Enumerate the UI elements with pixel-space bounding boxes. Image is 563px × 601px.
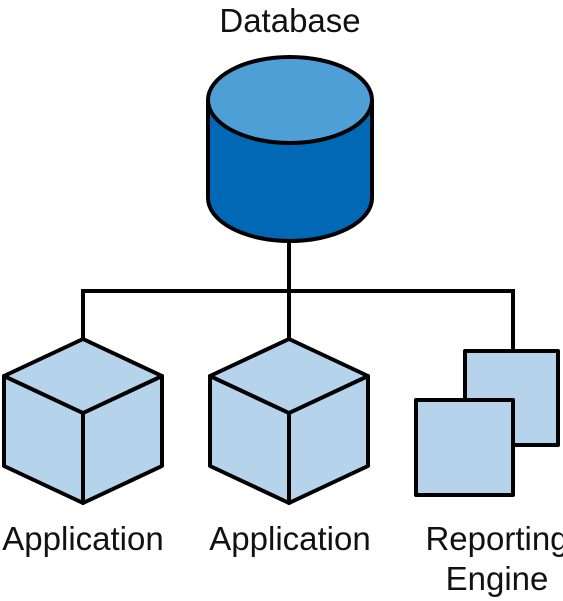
cube-top-face bbox=[208, 337, 370, 415]
cube-top-face bbox=[2, 337, 164, 415]
reporting-engine-label-line2: Engine bbox=[446, 560, 549, 597]
database-cylinder-top bbox=[206, 55, 374, 145]
application-cube-icon-left bbox=[2, 337, 164, 505]
database-label: Database bbox=[219, 2, 360, 39]
application-cube-icon-middle bbox=[208, 337, 370, 505]
report-page-front bbox=[414, 398, 515, 497]
application-left-label: Application bbox=[2, 520, 163, 557]
application-middle-label: Application bbox=[209, 520, 370, 557]
distribution-bus-line bbox=[81, 289, 515, 352]
connector-lines bbox=[81, 240, 515, 352]
database-cylinder-icon bbox=[206, 55, 374, 243]
reporting-engine-label-line1: Reporting bbox=[425, 520, 563, 557]
reporting-engine-icon bbox=[414, 349, 560, 497]
